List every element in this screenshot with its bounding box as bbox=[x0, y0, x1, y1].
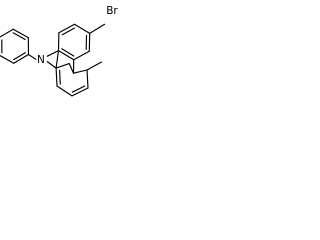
pyrrole-ring bbox=[46, 50, 75, 74]
molecule-structure-diagram: Br N bbox=[0, 5, 118, 97]
nitrogen-label: N bbox=[37, 54, 45, 66]
lower-benzene-ring bbox=[55, 63, 89, 97]
bromine-label: Br bbox=[106, 5, 118, 17]
methyl-bond bbox=[86, 61, 103, 71]
phenyl-ring bbox=[0, 28, 37, 64]
upper-benzene-ring bbox=[57, 23, 91, 61]
bromine-bond bbox=[89, 23, 106, 34]
